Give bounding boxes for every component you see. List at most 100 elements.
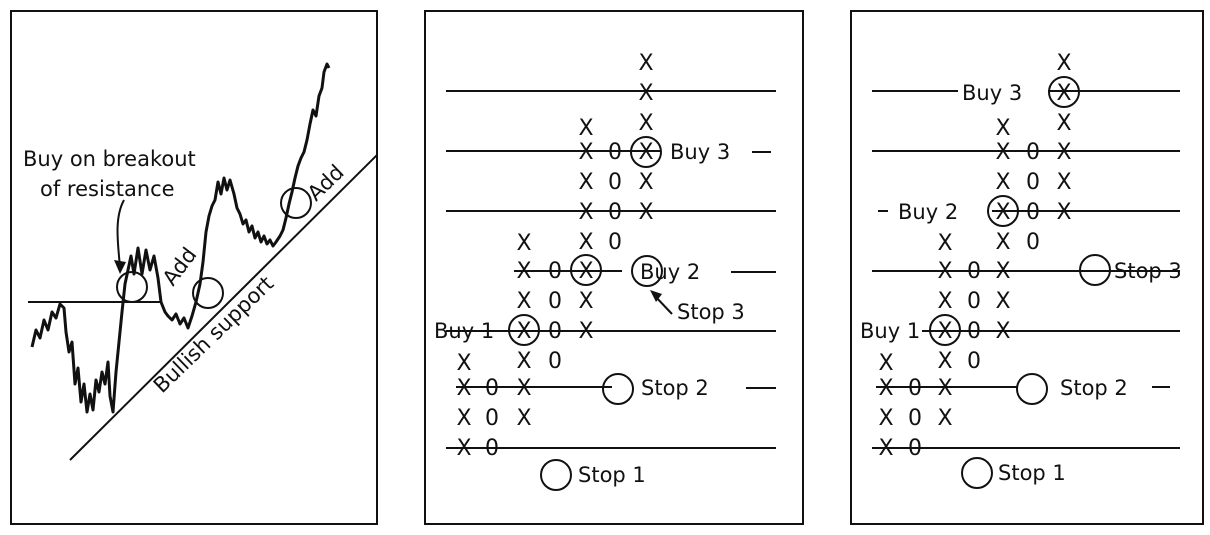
stop-3-circle — [631, 255, 663, 287]
stop-1-label: Stop 1 — [998, 461, 1066, 485]
pf-x-mark: X — [456, 351, 471, 376]
support-trendline — [69, 154, 376, 461]
pf-x-mark: X — [638, 111, 653, 136]
pf-x-mark: X — [937, 376, 952, 401]
stop-3-label: Stop 3 — [677, 300, 745, 324]
pf-o-mark: 0 — [1026, 170, 1040, 195]
buy-3-circle — [630, 136, 662, 168]
pf-o-mark: 0 — [608, 170, 622, 195]
stop-3-circle — [1079, 254, 1111, 286]
stop-1-circle — [540, 459, 572, 491]
pf-x-mark: X — [995, 116, 1010, 141]
breakout-panel: Buy on breakout of resistance Add Add Bu… — [10, 10, 378, 525]
pf-x-mark: X — [1056, 81, 1071, 106]
pf-x-mark: X — [995, 319, 1010, 344]
pf-x-mark: X — [995, 259, 1010, 284]
pf-o-mark: 0 — [548, 349, 562, 374]
pf-o-mark: 0 — [608, 200, 622, 225]
pf-x-mark: X — [456, 436, 471, 461]
stop-2-circle — [1016, 373, 1048, 405]
pf-panel-right: X X X X 0 0 0 X X X X X X X 0 0 0 0 X X … — [850, 10, 1204, 525]
pf-x-mark: X — [1056, 140, 1071, 165]
support-label: Bullish support — [149, 271, 278, 397]
stop-3-arrowhead — [650, 290, 662, 302]
add-circle-1 — [192, 277, 224, 309]
pf-o-mark: 0 — [1026, 230, 1040, 255]
breakout-label-line2: of resistance — [40, 177, 175, 201]
pf-o-mark: 0 — [485, 436, 499, 461]
pf-x-mark: X — [937, 231, 952, 256]
pf-x-mark: X — [878, 376, 893, 401]
stop-1-label: Stop 1 — [578, 463, 646, 487]
pf-o-mark: 0 — [908, 406, 922, 431]
breakout-arrowhead — [114, 260, 126, 274]
pf-o-mark: 0 — [1026, 200, 1040, 225]
pf-x-mark: X — [516, 406, 531, 431]
pf-o-mark: 0 — [485, 376, 499, 401]
pf-o-mark: 0 — [548, 319, 562, 344]
pf-x-mark: X — [878, 406, 893, 431]
pf-o-mark: 0 — [908, 436, 922, 461]
pf-o-mark: 0 — [485, 406, 499, 431]
pf-o-mark: 0 — [967, 289, 981, 314]
pf-x-mark: X — [995, 140, 1010, 165]
pf-x-mark: X — [578, 230, 593, 255]
add-label-1: Add — [158, 243, 202, 290]
stop-2-label: Stop 2 — [1060, 376, 1128, 400]
buy-1-circle — [508, 314, 540, 346]
pf-x-mark: X — [937, 259, 952, 284]
pf-x-mark: X — [1056, 200, 1071, 225]
pf-x-mark: X — [937, 406, 952, 431]
buy-3-circle — [1048, 76, 1080, 108]
pf-x-mark: X — [516, 259, 531, 284]
buy-1-circle — [929, 314, 961, 346]
pf-x-mark: X — [995, 289, 1010, 314]
pf-x-mark: X — [516, 231, 531, 256]
pf-x-mark: X — [937, 349, 952, 374]
pf-x-mark: X — [638, 81, 653, 106]
stop-1-circle — [961, 457, 993, 489]
pf-x-mark: X — [578, 259, 593, 284]
pf-x-mark: X — [578, 170, 593, 195]
buy-2-circle — [987, 195, 1019, 227]
pf-o-mark: 0 — [967, 319, 981, 344]
pf-x-mark: X — [578, 289, 593, 314]
pf-x-mark: X — [878, 436, 893, 461]
pf-x-mark: X — [1056, 170, 1071, 195]
pf-o-mark: 0 — [608, 230, 622, 255]
pf-x-mark: X — [638, 140, 653, 165]
pf-o-mark: 0 — [608, 140, 622, 165]
pf-x-mark: X — [937, 319, 952, 344]
pf-x-mark: X — [578, 319, 593, 344]
breakout-label-line1: Buy on breakout — [23, 147, 196, 171]
stop-3-label: Stop 3 — [1114, 259, 1182, 283]
pf-x-mark: X — [516, 376, 531, 401]
pf-o-mark: 0 — [548, 289, 562, 314]
pf-x-mark: X — [1056, 111, 1071, 136]
pf-x-mark: X — [456, 376, 471, 401]
pf-x-mark: X — [995, 200, 1010, 225]
breakout-circle — [116, 271, 148, 303]
stop-2-label: Stop 2 — [641, 376, 709, 400]
pf-x-mark: X — [516, 289, 531, 314]
buy-2-label: Buy 2 — [640, 260, 700, 284]
pf-x-mark: X — [937, 289, 952, 314]
pf-x-mark: X — [995, 170, 1010, 195]
pf-x-mark: X — [1056, 51, 1071, 76]
pf-x-mark: X — [578, 116, 593, 141]
pf-x-mark: X — [638, 200, 653, 225]
pf-o-mark: 0 — [967, 259, 981, 284]
pf-x-mark: X — [638, 170, 653, 195]
pf-x-mark: X — [638, 51, 653, 76]
buy-1-label: Buy 1 — [434, 319, 494, 343]
pf-x-mark: X — [578, 200, 593, 225]
price-path — [30, 62, 331, 414]
buy-2-circle — [570, 254, 602, 286]
pf-x-mark: X — [878, 351, 893, 376]
pf-o-mark: 0 — [1026, 140, 1040, 165]
pf-o-mark: 0 — [548, 259, 562, 284]
pf-x-mark: X — [516, 319, 531, 344]
breakout-arrow — [116, 199, 125, 268]
pf-o-mark: 0 — [908, 376, 922, 401]
pf-x-mark: X — [516, 349, 531, 374]
